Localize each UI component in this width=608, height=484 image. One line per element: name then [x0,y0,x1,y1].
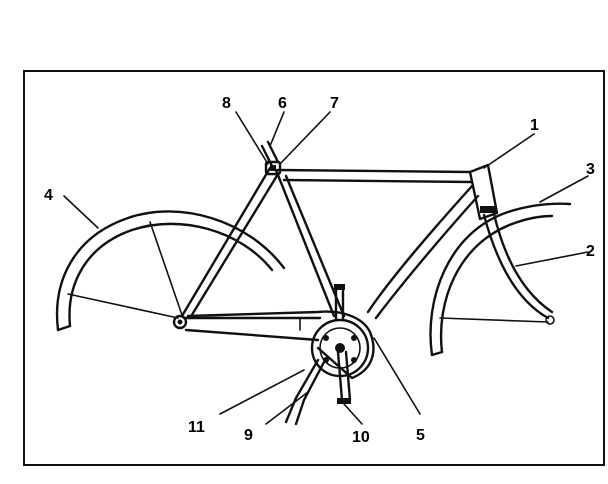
seat-stays [180,166,280,320]
callout-7: 7 [330,95,339,112]
callout-9: 9 [244,427,253,444]
front-fork [482,212,555,325]
seat-tube [274,168,346,318]
kickstand [284,358,326,426]
down-tube [366,184,480,320]
rear-dropout [172,314,188,330]
callout-3: 3 [586,161,595,178]
head-tube [468,163,499,221]
rear-fender-stays [67,221,183,319]
callout-5: 5 [416,427,425,444]
chain-guard [186,310,375,380]
front-fender-stay [439,317,549,323]
pedal-top [334,284,345,322]
callout-8: 8 [222,95,231,112]
crank-arm [336,350,352,404]
diagram-border [23,70,605,466]
chain-stays [182,316,322,342]
seat-clamp [264,160,282,176]
rear-fender [55,210,286,332]
callout-1: 1 [530,117,539,134]
callout-numbers: 1 2 3 4 5 6 7 8 9 10 11 [44,95,595,446]
callout-2: 2 [586,243,595,260]
callout-10: 10 [352,429,370,446]
callout-11: 11 [188,419,205,436]
callout-4: 4 [44,187,53,204]
callout-6: 6 [278,95,287,112]
leader-lines [63,111,589,425]
top-tube [276,168,474,184]
